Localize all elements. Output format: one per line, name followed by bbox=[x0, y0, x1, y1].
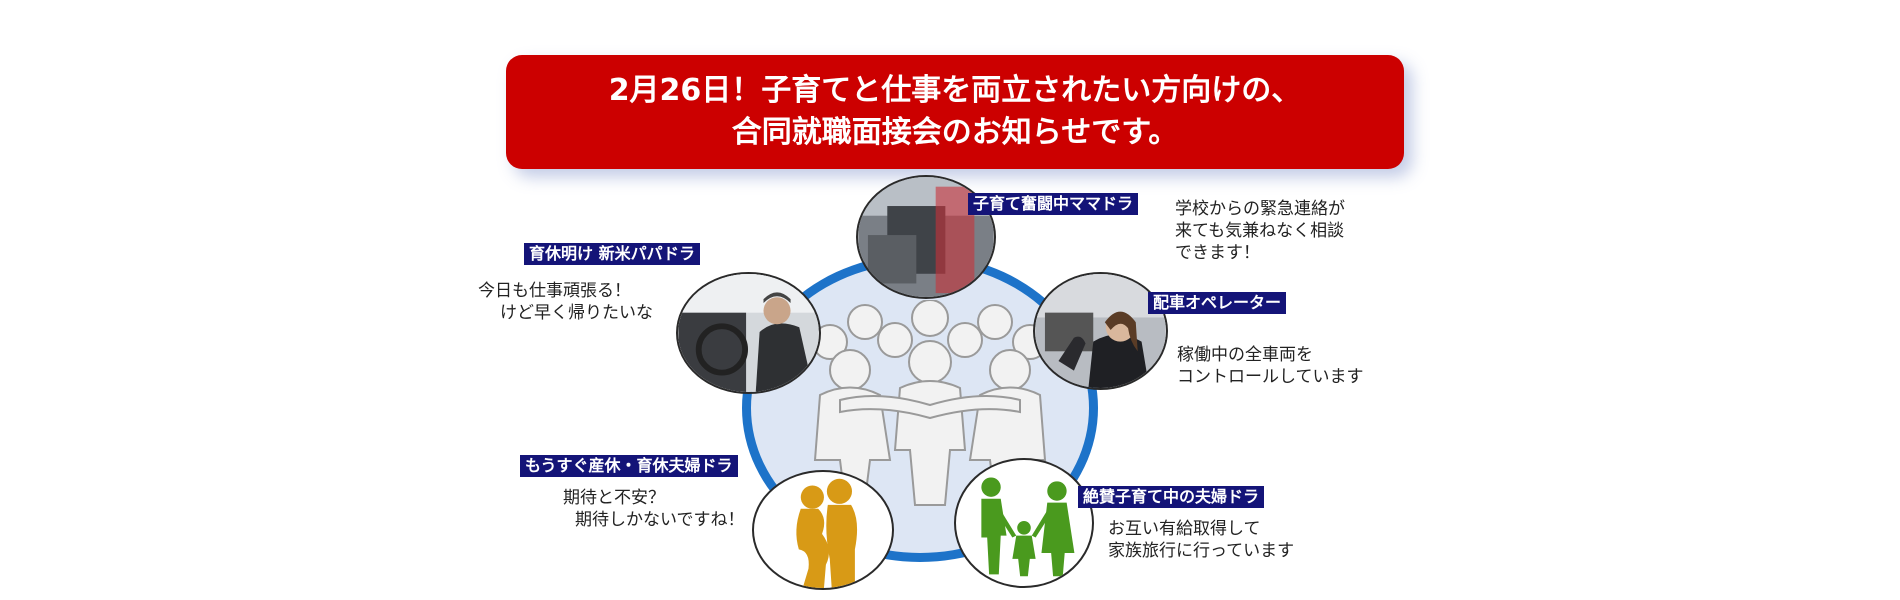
expecting-couple-silhouette bbox=[752, 470, 894, 590]
banner-line-1: 2月26日！子育てと仕事を両立されたい方向けの、 bbox=[608, 73, 1302, 108]
role-tag-papa-driver: 育休明け 新米パパドラ bbox=[524, 243, 701, 265]
quote-line: 期待しかないですね！ bbox=[575, 510, 745, 530]
quote-mama-driver: 学校からの緊急連絡が 来ても気兼ねなく相談 できます！ bbox=[1175, 198, 1345, 264]
family-silhouette bbox=[954, 458, 1094, 588]
quote-line: できます！ bbox=[1175, 243, 1260, 263]
role-tag-mama-driver: 子育て奮闘中ママドラ bbox=[968, 193, 1139, 215]
quote-line: 学校からの緊急連絡が bbox=[1175, 199, 1345, 219]
quote-expecting-couple: 期待と不安？ 期待しかないですね！ bbox=[563, 487, 745, 531]
quote-line: けど早く帰りたいな bbox=[500, 303, 653, 323]
quote-line: 家族旅行に行っています bbox=[1108, 541, 1295, 561]
quote-papa-driver: 今日も仕事頑張る！ けど早く帰りたいな bbox=[478, 280, 653, 324]
quote-line: お互い有給取得して bbox=[1108, 519, 1261, 539]
driver-photo bbox=[676, 272, 821, 394]
announcement-banner: 2月26日！子育てと仕事を両立されたい方向けの、 合同就職面接会のお知らせです。 bbox=[506, 55, 1404, 169]
quote-operator: 稼働中の全車両を コントロールしています bbox=[1177, 344, 1364, 388]
operator-photo bbox=[1033, 272, 1168, 390]
quote-line: 今日も仕事頑張る！ bbox=[478, 281, 631, 301]
quote-line: 期待と不安？ bbox=[563, 488, 665, 508]
quote-line: 稼働中の全車両を bbox=[1177, 345, 1313, 365]
role-tag-operator: 配車オペレーター bbox=[1148, 292, 1287, 314]
quote-line: コントロールしています bbox=[1177, 367, 1364, 387]
banner-line-2: 合同就職面接会のお知らせです。 bbox=[731, 115, 1179, 150]
role-tag-parenting-couple: 絶賛子育て中の夫婦ドラ bbox=[1078, 486, 1265, 508]
quote-parenting-couple: お互い有給取得して 家族旅行に行っています bbox=[1108, 518, 1294, 562]
quote-line: 来ても気兼ねなく相談 bbox=[1175, 221, 1345, 241]
role-tag-expecting-couple: もうすぐ産休・育休夫婦ドラ bbox=[520, 455, 738, 477]
group-of-people-icon bbox=[780, 299, 1080, 510]
